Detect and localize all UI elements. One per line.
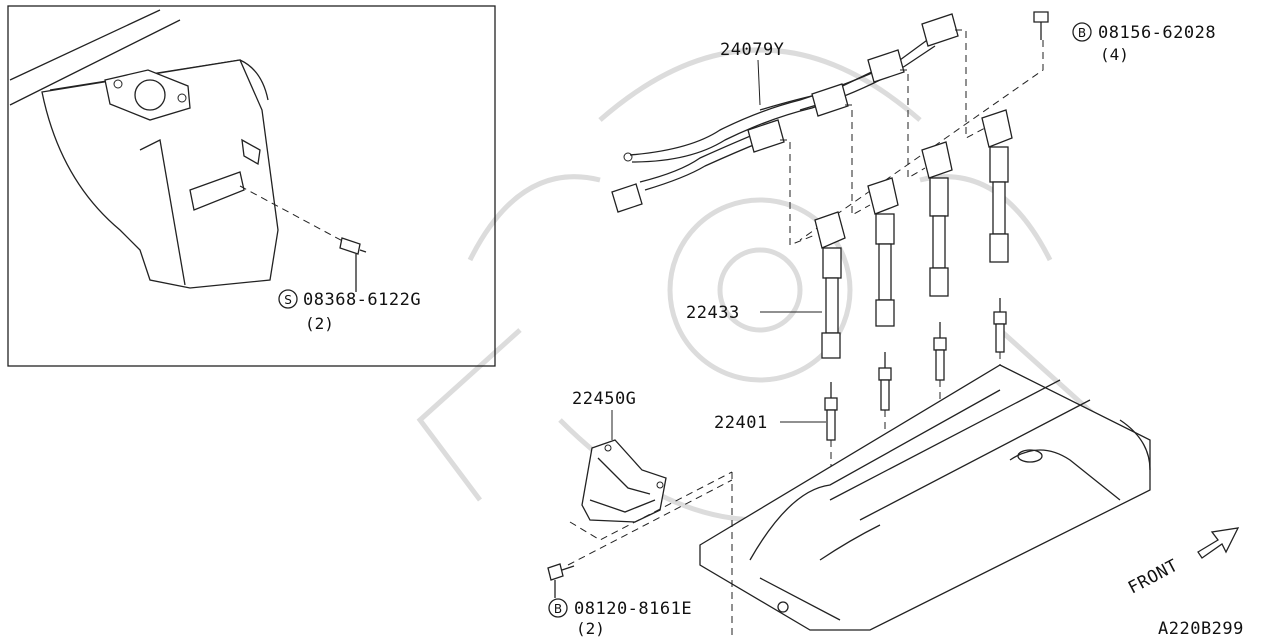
spark-plug-4	[993, 298, 1007, 353]
inset-screw-callout: S 08368-6122G (2)	[278, 289, 421, 333]
bracket-drawing	[581, 439, 667, 523]
harness-drawing	[611, 13, 959, 213]
ignition-coil-2	[867, 177, 899, 327]
symbol-b-circle	[548, 598, 568, 618]
ignition-coil-1	[814, 211, 846, 359]
bracket-bolt-symbol: B	[554, 602, 562, 616]
coil-bolt-callout: B 08156-62028 (4)	[1072, 22, 1216, 64]
bracket-bolt-qty: (2)	[576, 619, 605, 638]
spark-plug-3	[933, 322, 947, 381]
diagram-code: A220B299	[1158, 619, 1244, 639]
spark-plug-part-number: 22401	[714, 413, 768, 433]
harness-callout: 24079Y	[720, 40, 784, 106]
ignition-coil-4	[981, 109, 1013, 263]
front-arrow-icon	[1197, 527, 1240, 559]
inset-screw-symbol: S	[284, 293, 292, 307]
symbol-b-circle	[1072, 22, 1092, 42]
spark-plug-1	[824, 382, 838, 441]
front-indicator: FRONT	[1125, 527, 1240, 599]
coil-callout: 22433	[686, 303, 822, 323]
coil-bolt-part-number: 08156-62028	[1098, 23, 1216, 43]
bracket-bolt-part-number: 08120-8161E	[574, 599, 692, 619]
bracket-bolt-callout: B 08120-8161E (2)	[548, 598, 692, 638]
coil-bolt-symbol: B	[1078, 26, 1086, 40]
bracket-guide-lines	[567, 471, 733, 639]
coil-bolt-drawing	[1033, 11, 1049, 40]
front-label: FRONT	[1125, 556, 1182, 599]
connector-guide-lines	[780, 29, 1044, 246]
bracket-part-number: 22450G	[572, 389, 636, 409]
ignition-coils	[814, 109, 1013, 359]
spark-plug-2	[878, 352, 892, 411]
harness-part-number: 24079Y	[720, 40, 784, 60]
bracket-bolt-drawing	[547, 563, 575, 598]
coil-bolt-qty: (4)	[1100, 45, 1129, 64]
inset-screw-part-number: 08368-6122G	[303, 290, 421, 310]
symbol-s-circle	[278, 289, 298, 309]
ignition-coil-part-number: 22433	[686, 303, 740, 323]
inset-detail	[7, 5, 496, 367]
ignition-coil-3	[921, 141, 953, 297]
head-cover-drawing	[699, 364, 1151, 631]
inset-screw-qty: (2)	[305, 314, 334, 333]
plug-callout: 22401	[714, 413, 826, 433]
bracket-callout: 22450G	[572, 389, 636, 440]
